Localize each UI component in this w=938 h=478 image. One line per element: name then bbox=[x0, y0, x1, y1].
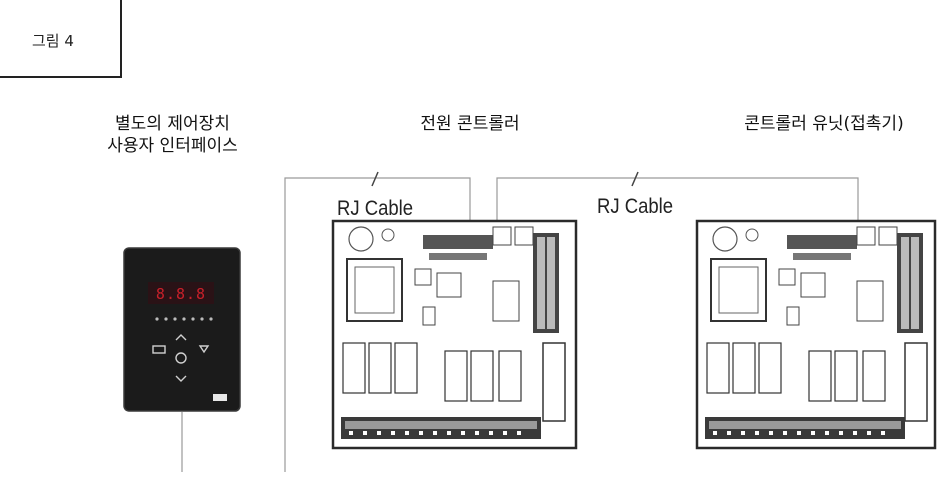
cable-tick-2 bbox=[631, 171, 639, 187]
display-screen bbox=[148, 282, 214, 304]
power-controller-heading: 전원 콘트롤러 bbox=[420, 114, 520, 134]
display-buttons bbox=[152, 334, 210, 382]
figure-label: 그림 4 bbox=[32, 32, 74, 50]
display-badge bbox=[213, 394, 227, 401]
circuit-board-icon bbox=[331, 219, 578, 450]
cable-label-second: RJ Cable bbox=[597, 195, 674, 218]
display-leds bbox=[155, 317, 213, 321]
cable-ticks bbox=[371, 171, 639, 187]
power-controller-board bbox=[331, 219, 578, 450]
user-interface-heading: 별도의 제어장치 사용자 인터페이스 bbox=[80, 113, 265, 157]
cable-left-line bbox=[284, 177, 471, 472]
display-digits: 8.8.8 bbox=[156, 285, 206, 303]
cable-label-first: RJ Cable bbox=[337, 197, 414, 220]
control-display-icon: 8.8.8 bbox=[123, 247, 241, 412]
right-button-icon bbox=[198, 345, 210, 354]
cable-right-line bbox=[496, 177, 859, 222]
controller-unit-heading: 콘트롤러 유닛(접촉기) bbox=[744, 114, 904, 134]
controller-unit-board bbox=[695, 219, 937, 450]
down-arrow-icon bbox=[175, 375, 187, 382]
user-interface-heading-line2: 사용자 인터페이스 bbox=[107, 136, 238, 156]
up-arrow-icon bbox=[175, 334, 187, 341]
circuit-board-icon bbox=[695, 219, 937, 450]
left-button-icon bbox=[152, 345, 166, 354]
cable-lines bbox=[181, 177, 859, 472]
user-interface-heading-line1: 별도의 제어장치 bbox=[115, 114, 230, 134]
display-body bbox=[123, 247, 241, 412]
cable-tick-1 bbox=[371, 171, 379, 187]
figure-tab: 그림 4 bbox=[0, 0, 122, 78]
center-button-icon bbox=[175, 352, 187, 364]
